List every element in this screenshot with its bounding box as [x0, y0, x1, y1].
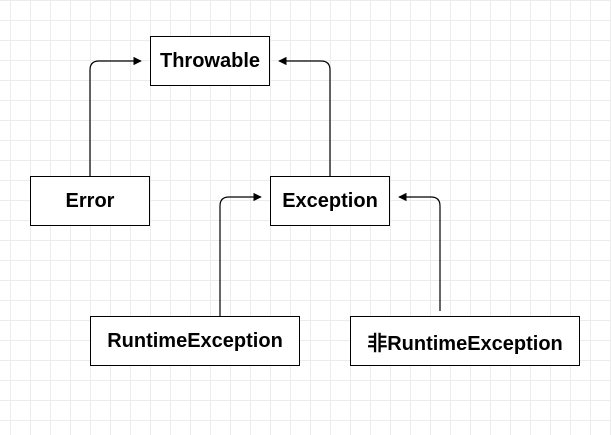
edge-error-to-throwable [89, 56, 142, 176]
node-runtime-exception-label: RuntimeException [107, 329, 283, 352]
node-error[interactable]: Error [30, 176, 150, 226]
edge-non-runtime-exception-to-exception [398, 192, 441, 311]
node-error-label: Error [65, 189, 115, 212]
node-throwable-label: Throwable [159, 49, 260, 72]
node-runtime-exception[interactable]: RuntimeException [90, 316, 300, 366]
node-non-runtime-exception-label: 非RuntimeException [367, 332, 563, 355]
edge-runtime-exception-to-exception [219, 192, 262, 316]
node-exception[interactable]: Exception [270, 176, 390, 226]
node-throwable[interactable]: Throwable [150, 36, 270, 86]
edge-exception-to-throwable [278, 56, 331, 176]
node-exception-label: Exception [282, 189, 378, 212]
node-non-runtime-exception[interactable]: 非RuntimeException [350, 316, 580, 366]
